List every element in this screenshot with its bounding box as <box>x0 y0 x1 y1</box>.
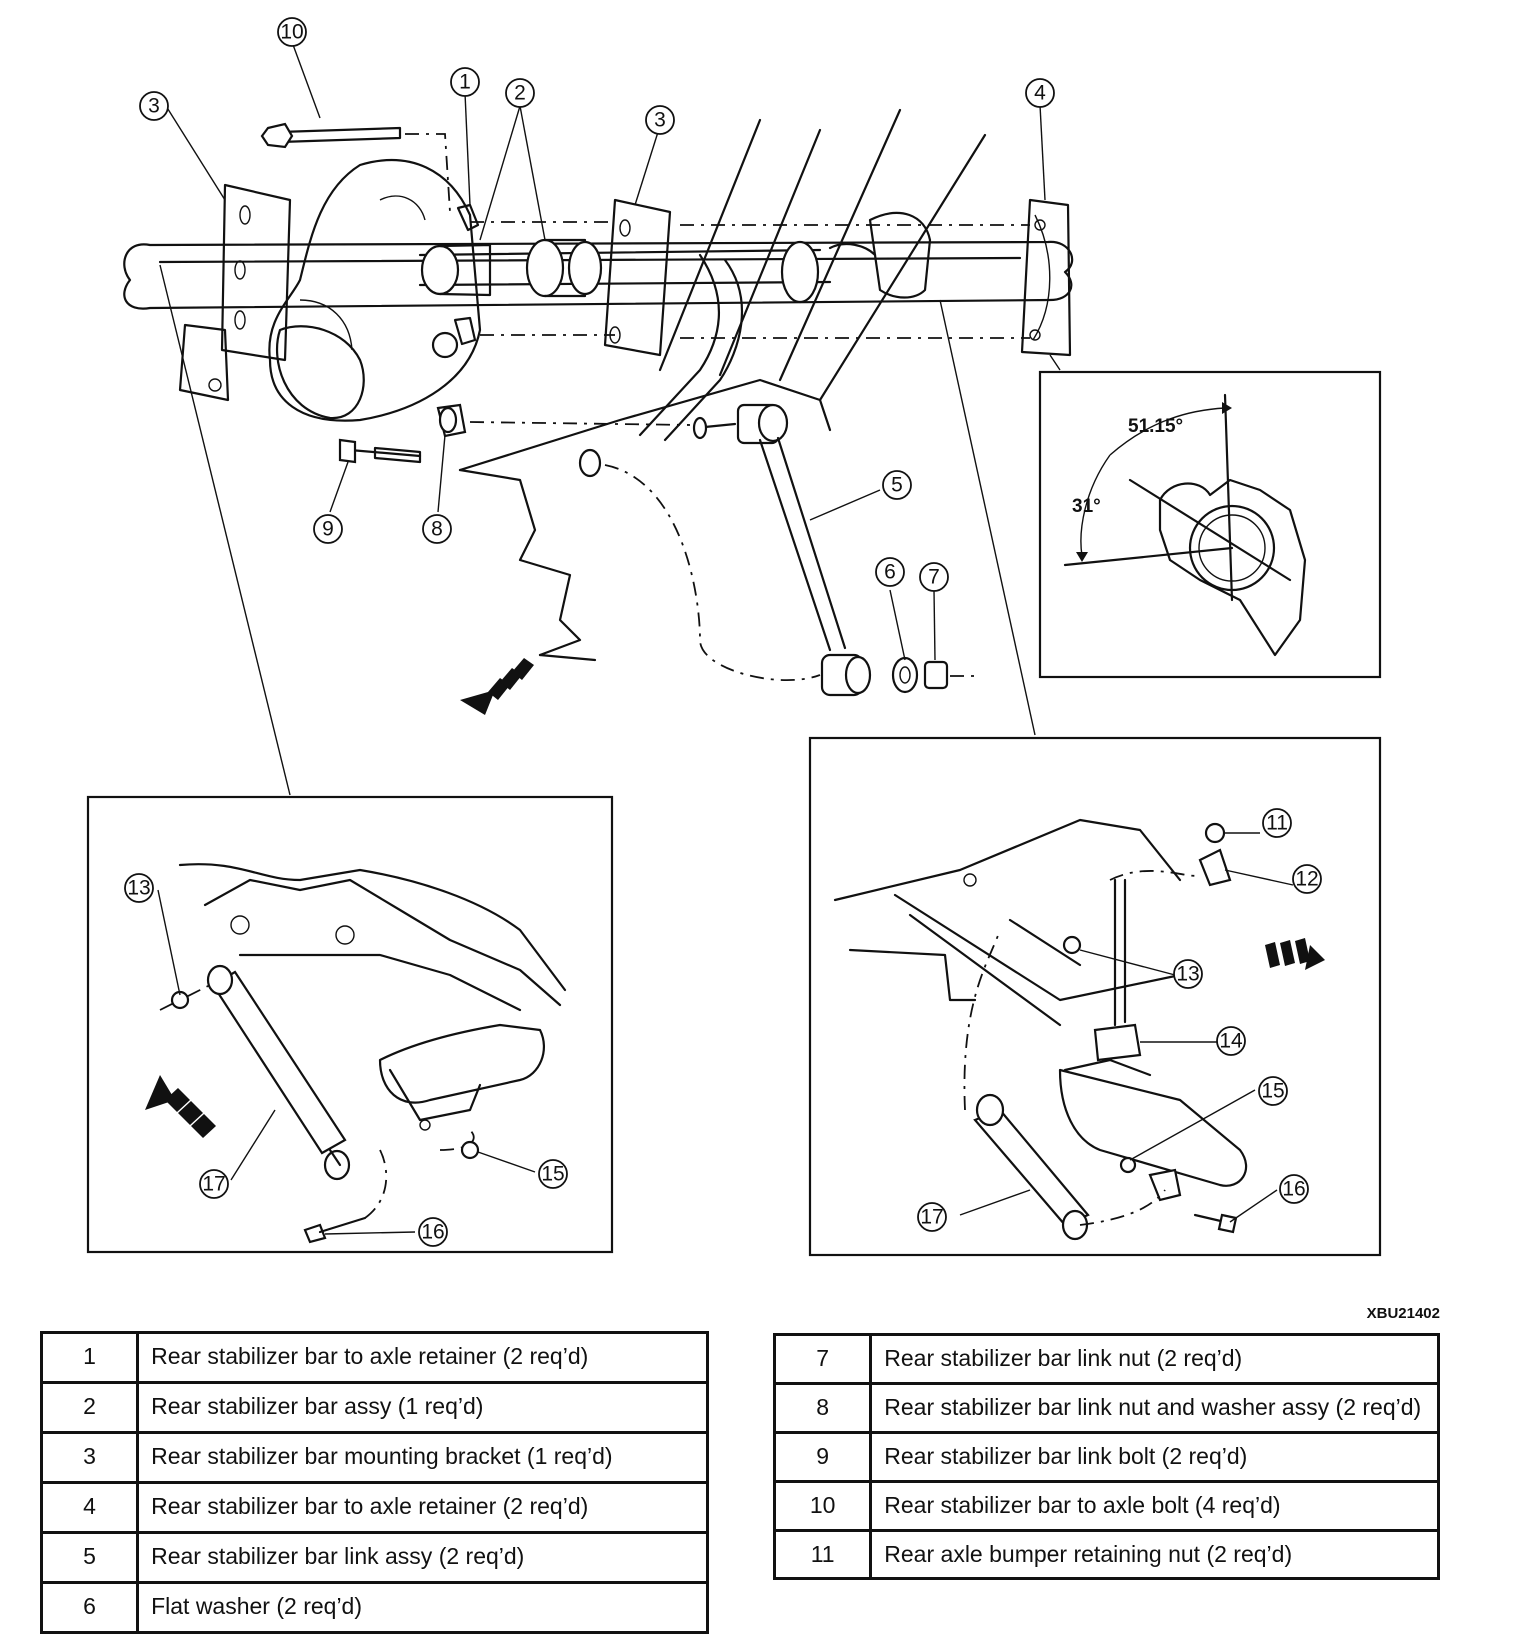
svg-text:7: 7 <box>928 566 940 589</box>
legend-number: 10 <box>772 1479 873 1532</box>
svg-text:8: 8 <box>431 518 443 541</box>
legend-description: Rear stabilizer bar assy (1 req’d) <box>136 1381 709 1434</box>
legend-number: 3 <box>39 1431 140 1484</box>
svg-text:16: 16 <box>1282 1178 1305 1201</box>
callout-1: 1 <box>450 67 480 97</box>
legend-number: 4 <box>39 1481 140 1534</box>
svg-text:12: 12 <box>1295 868 1318 891</box>
svg-text:15: 15 <box>541 1163 564 1186</box>
legend-description: Rear axle bumper retaining nut (2 req’d) <box>869 1528 1440 1581</box>
svg-text:13: 13 <box>1176 963 1199 986</box>
angle-inset: 51.15° 31° <box>1038 370 1382 679</box>
svg-text:1: 1 <box>459 71 471 94</box>
svg-text:5: 5 <box>891 474 903 497</box>
legend-number: 7 <box>772 1333 873 1385</box>
svg-text:17: 17 <box>202 1173 225 1196</box>
callout-10: 10 <box>277 17 307 47</box>
callout-15-right: 15 <box>1258 1076 1288 1106</box>
legend-description: Rear stabilizer bar to axle bolt (4 req’… <box>869 1479 1440 1532</box>
svg-text:16: 16 <box>421 1221 444 1244</box>
legend-description: Rear stabilizer bar link assy (2 req’d) <box>136 1531 709 1584</box>
angle-label-upper: 51.15° <box>1128 416 1183 437</box>
svg-text:6: 6 <box>884 561 896 584</box>
callout-16-right: 16 <box>1279 1174 1309 1204</box>
forward-arrow-left-inset <box>145 1075 216 1138</box>
legend-number: 5 <box>39 1531 140 1584</box>
legend-description: Rear stabilizer bar link bolt (2 req’d) <box>869 1430 1440 1483</box>
callout-12: 12 <box>1292 864 1322 894</box>
legend-description: Rear stabilizer bar link nut and washer … <box>869 1381 1440 1434</box>
angle-label-lower: 31° <box>1072 496 1101 517</box>
svg-text:14: 14 <box>1219 1030 1243 1053</box>
svg-text:11: 11 <box>1266 812 1288 835</box>
main-assembly <box>123 108 1074 796</box>
svg-text:9: 9 <box>322 518 334 541</box>
forward-arrow-main <box>460 658 534 715</box>
rearward-arrow-right-inset <box>1265 938 1325 970</box>
callouts: 10 3 1 2 3 4 5 6 7 8 9 11 12 13 14 15 16… <box>124 17 1322 1247</box>
callout-17-left: 17 <box>199 1169 229 1199</box>
legend-number: 1 <box>39 1331 140 1384</box>
svg-text:17: 17 <box>920 1206 943 1229</box>
svg-text:3: 3 <box>148 95 160 118</box>
svg-text:13: 13 <box>127 877 150 900</box>
callout-16-left: 16 <box>418 1217 448 1247</box>
callout-4: 4 <box>1025 78 1055 108</box>
callout-7: 7 <box>919 562 949 592</box>
svg-text:10: 10 <box>280 21 303 44</box>
callout-3-left: 3 <box>139 91 169 121</box>
legend-number: 11 <box>772 1528 873 1581</box>
shock-inset-right <box>808 736 1382 1257</box>
svg-text:3: 3 <box>654 109 666 132</box>
legend-description: Rear stabilizer bar to axle retainer (2 … <box>136 1331 709 1384</box>
callout-13-left: 13 <box>124 873 154 903</box>
callout-5: 5 <box>882 470 912 500</box>
svg-text:15: 15 <box>1261 1080 1284 1103</box>
svg-text:2: 2 <box>514 82 526 105</box>
legend-description: Rear stabilizer bar to axle retainer (2 … <box>136 1481 709 1534</box>
legend-number: 2 <box>39 1381 140 1434</box>
callout-14: 14 <box>1216 1026 1246 1056</box>
callout-2: 2 <box>505 78 535 108</box>
figure-code: XBU21402 <box>1367 1305 1440 1320</box>
callout-11: 11 <box>1262 808 1292 838</box>
legend-number: 6 <box>39 1581 140 1634</box>
legend-description: Rear stabilizer bar mounting bracket (1 … <box>136 1431 709 1484</box>
callout-8: 8 <box>422 514 452 544</box>
callout-9: 9 <box>313 514 343 544</box>
legend-description: Rear stabilizer bar link nut (2 req’d) <box>869 1333 1440 1385</box>
legend-description: Flat washer (2 req’d) <box>136 1581 709 1634</box>
svg-text:4: 4 <box>1034 82 1046 105</box>
legend-number: 8 <box>772 1381 873 1434</box>
exploded-view-drawing: 51.15° 31° <box>86 17 1440 1320</box>
callout-15-left: 15 <box>538 1159 568 1189</box>
callout-17-right: 17 <box>917 1202 947 1232</box>
callout-6: 6 <box>875 557 905 587</box>
legend-number: 9 <box>772 1430 873 1483</box>
shock-inset-left <box>86 795 614 1254</box>
callout-13-right: 13 <box>1173 959 1203 989</box>
callout-3-middle: 3 <box>645 105 675 135</box>
